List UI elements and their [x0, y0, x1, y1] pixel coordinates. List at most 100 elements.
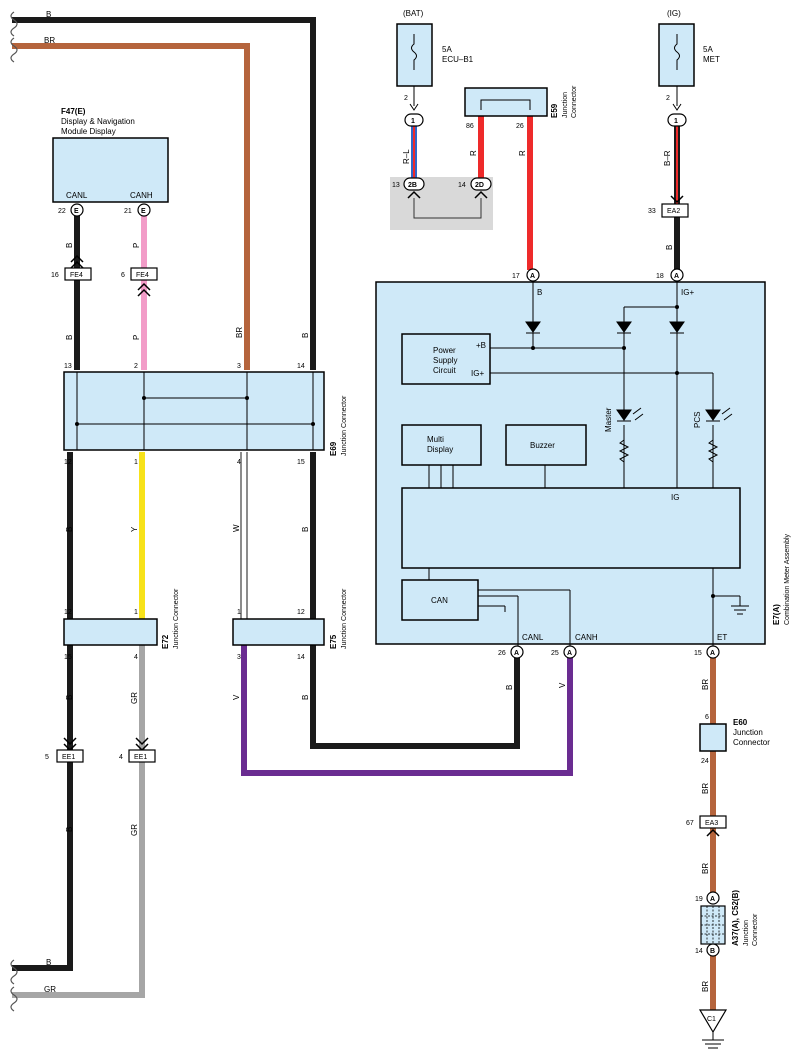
- ground-c1-label: C1: [707, 1016, 716, 1023]
- wire-b-label-8: B: [65, 827, 74, 832]
- connector-2d-label: 2D: [475, 182, 484, 189]
- psu-label-2: Supply: [433, 356, 457, 365]
- wire-b-label-top: B: [46, 10, 51, 19]
- ground-c1: [698, 1009, 728, 1034]
- wire-jumper: [413, 198, 482, 219]
- wire-gr-label-2: GR: [130, 824, 139, 836]
- led-pcs-rays: [721, 407, 733, 421]
- wire-p-label-2: P: [132, 335, 141, 340]
- wire-gr-label-bottom: GR: [44, 985, 56, 994]
- e69-id: E69: [329, 441, 338, 456]
- meter-canh-label: CANH: [575, 633, 598, 642]
- resistor-pcs: [707, 439, 719, 463]
- meter-pin-15-num: 15: [694, 650, 702, 657]
- connector-ea2-arrow: [670, 195, 684, 204]
- ig-fuse: [658, 23, 695, 111]
- node-et: [711, 594, 715, 598]
- ground-symbol: [702, 1032, 724, 1049]
- wire-b-label-7: B: [301, 695, 310, 700]
- e72-label: Junction Connector: [173, 588, 180, 649]
- meter-pin-25-num: 25: [551, 650, 559, 657]
- e60-pin-24: 24: [701, 758, 709, 765]
- wire-b-ea2-label: B: [665, 245, 674, 250]
- e72-pin-4: 4: [134, 654, 138, 661]
- connector-ea3-arrow: [706, 828, 720, 837]
- connector-2b-arrow: [407, 190, 421, 199]
- meter-pin-18-num: 18: [656, 273, 664, 280]
- ig-fuse-amp: 5A: [703, 45, 713, 54]
- wire-v-label-1: V: [232, 694, 241, 700]
- meter-name: Combination Meter Assembly: [784, 533, 791, 625]
- wire-break-marks: [10, 11, 18, 1012]
- e69-node-3: [75, 422, 79, 426]
- wire-b-r-label: B–R: [663, 150, 672, 166]
- multi-display: [401, 424, 482, 466]
- f47-id: F47(E): [61, 107, 86, 116]
- e59-junction: Junction: [562, 92, 569, 118]
- e69-label: Junction Connector: [341, 395, 348, 456]
- wire-br-e60-label: BR: [701, 783, 710, 794]
- wire-b-bottom: [12, 645, 73, 971]
- e60-id: E60: [733, 718, 748, 727]
- meter-id: E7(A): [772, 604, 781, 625]
- e75-id: E75: [329, 634, 338, 649]
- e69-pin-15: 15: [297, 459, 305, 466]
- connector-fe4-left-pin: 16: [51, 272, 59, 279]
- meter-pin-25: [563, 645, 577, 659]
- a37-internal-grid: [701, 906, 725, 944]
- connector-ea3-pin: 67: [686, 820, 694, 827]
- f47-canh: CANH: [130, 191, 153, 200]
- a37-pin-19: 19: [695, 896, 703, 903]
- e69-node-1: [142, 396, 146, 400]
- ig-fuse-name: MET: [703, 55, 720, 64]
- led-master-label: Master: [604, 407, 613, 432]
- bat-fuse-name: ECU–B1: [442, 55, 474, 64]
- e59-junction-connector: [464, 87, 548, 117]
- e72-pin-15: 15: [64, 654, 72, 661]
- meter-pin-26-letter: A: [514, 650, 519, 657]
- a37-connector: Connector: [752, 913, 759, 946]
- connector-2d-pin: 14: [458, 182, 466, 189]
- wire-v-canh: [241, 645, 573, 776]
- a37-pin-b-letter: B: [710, 948, 715, 955]
- f47-pin-22: 22: [58, 208, 66, 215]
- meter-pin-26: [510, 645, 524, 659]
- e72-id: E72: [161, 634, 170, 649]
- connector-2b-label: 2B: [408, 182, 417, 189]
- f47-pin-canl-letter: E: [74, 208, 79, 215]
- e75-label: Junction Connector: [341, 588, 348, 649]
- can-block: [401, 579, 479, 621]
- led-master: [616, 409, 632, 422]
- power-supply-circuit: [401, 333, 491, 385]
- e59-pin-86: 86: [466, 123, 474, 130]
- a37-pin-a-letter: A: [710, 896, 715, 903]
- psu-label-3: Circuit: [433, 366, 456, 375]
- meter-pin-25-letter: A: [567, 650, 572, 657]
- connector-ea3: [699, 815, 727, 829]
- wire-b-label-4: B: [65, 527, 74, 532]
- wire-br-et-label: BR: [701, 679, 710, 690]
- psu-ig-plus: IG+: [471, 369, 484, 378]
- e72-junction-connector: [63, 618, 158, 646]
- connector-fe4-left: [64, 267, 92, 281]
- ig-connector-1: [667, 113, 687, 127]
- wire-gr-label-1: GR: [130, 692, 139, 704]
- fe4-arrow-left: [70, 254, 84, 269]
- e59-connector: Connector: [571, 85, 578, 118]
- meter-pin-17-num: 17: [512, 273, 520, 280]
- e75-pin-14: 14: [297, 654, 305, 661]
- wire-gr-bottom: [12, 645, 145, 998]
- fe4-arrow-right: [137, 282, 151, 297]
- connector-ea2: [661, 203, 689, 218]
- led-master-rays: [632, 407, 644, 421]
- e75-pin-12: 12: [297, 609, 305, 616]
- bat-label: (BAT): [403, 9, 424, 18]
- meter-pin-15-letter: A: [710, 650, 715, 657]
- node-ig-plus: [675, 371, 679, 375]
- meter-et-label: ET: [717, 633, 727, 642]
- f47-display-navigation-module: [52, 137, 169, 203]
- ig-connector-1-label: 1: [674, 118, 678, 125]
- f47-name-1: Display & Navigation: [61, 117, 135, 126]
- wire-p-canh-label-1: P: [132, 243, 141, 248]
- connector-fe4-left-label: FE4: [70, 272, 83, 279]
